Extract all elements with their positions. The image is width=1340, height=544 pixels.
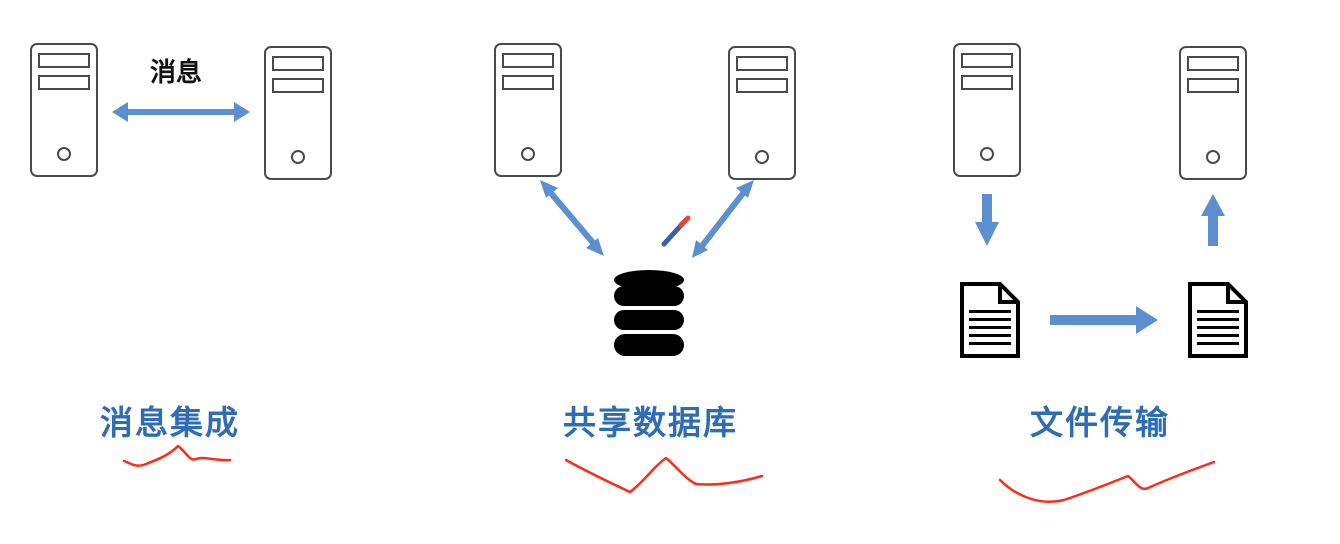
arrow-down-icon xyxy=(975,194,999,246)
handwritten-underline xyxy=(122,444,1216,503)
server-icon xyxy=(264,46,332,180)
arrow-up-icon xyxy=(1201,194,1225,246)
caption-message-integration: 消息集成 xyxy=(100,403,240,442)
double-arrow-icon xyxy=(540,180,604,256)
caption-file-transfer: 文件传输 xyxy=(1030,403,1170,442)
server-icon xyxy=(953,43,1021,177)
caption-shared-database: 共享数据库 xyxy=(563,403,738,442)
server-icon xyxy=(728,46,796,180)
message-label: 消息 xyxy=(150,58,203,88)
pencil-icon xyxy=(661,215,691,247)
double-arrow-icon xyxy=(692,180,754,258)
document-icon xyxy=(1188,282,1248,358)
database-icon xyxy=(614,270,684,356)
server-icon xyxy=(30,43,98,177)
document-icon xyxy=(960,282,1020,358)
arrow-right-icon xyxy=(1050,306,1158,334)
server-icon xyxy=(1179,46,1247,180)
double-arrow-icon xyxy=(112,102,250,122)
server-icon xyxy=(494,43,562,177)
